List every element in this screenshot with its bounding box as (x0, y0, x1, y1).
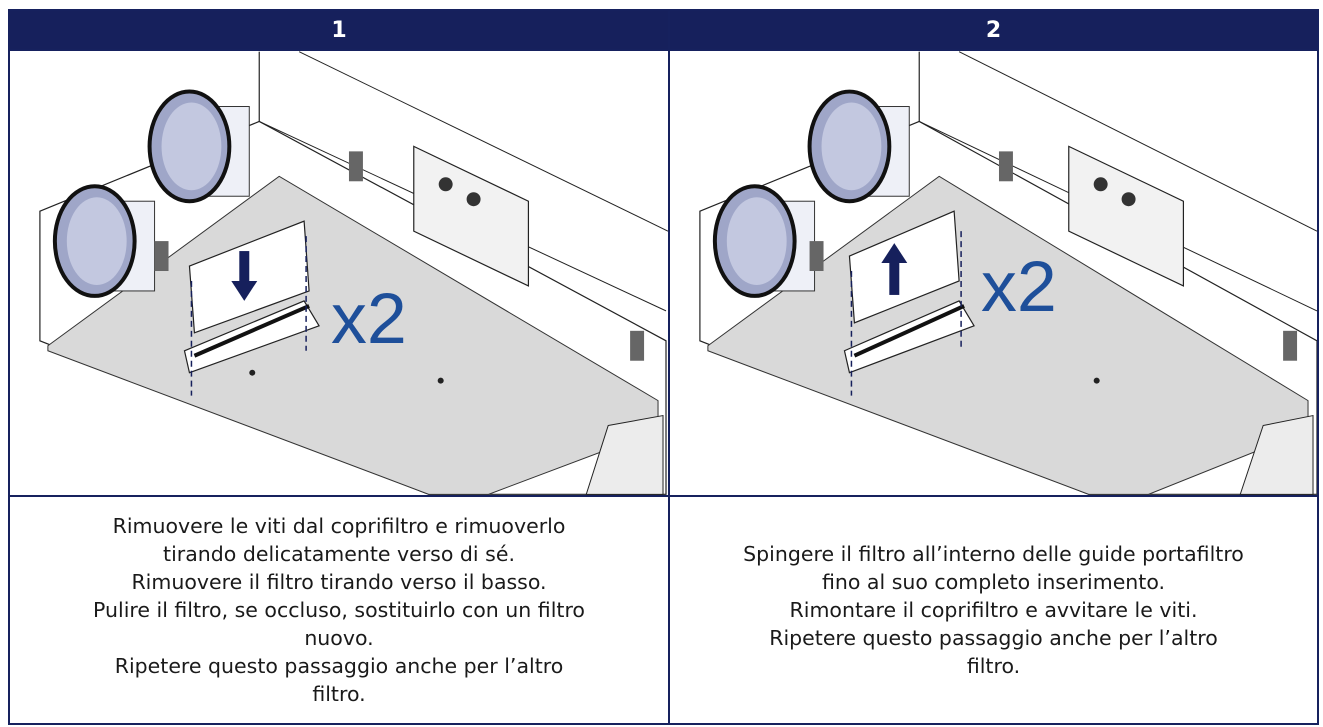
instruction-line: Spingere il filtro all’interno delle gui… (743, 542, 1244, 566)
instruction-sheet: 1 2 (8, 9, 1319, 727)
down-arrow-icon (231, 251, 258, 301)
illustration-row: x2 (8, 49, 1319, 497)
filter-icon (843, 210, 975, 396)
step-2-instructions: Spingere il filtro all’interno delle gui… (668, 495, 1319, 725)
multiplier-label: x2 (981, 247, 1057, 327)
step-1-illustration: x2 (8, 49, 670, 497)
instruction-line: Rimontare il coprifiltro e avvitare le v… (789, 598, 1198, 622)
unit-drawing-2: x2 (699, 52, 1316, 494)
step-2-illustration: x2 (668, 49, 1319, 497)
instruction-line: Rimuovere le viti dal coprifiltro e rimu… (112, 514, 566, 538)
instruction-line: tirando delicatamente verso di sé. (163, 542, 515, 566)
latch-icon (809, 241, 824, 272)
latch-icon (154, 241, 169, 272)
instruction-line: fino al suo completo inserimento. (821, 570, 1166, 594)
steps-table: 1 2 (8, 9, 1319, 725)
instruction-line: Ripetere questo passaggio anche per l’al… (769, 626, 1218, 650)
duct-icon (712, 184, 816, 298)
instruction-line: Rimuovere il filtro tirando verso il bas… (131, 570, 547, 594)
instruction-line: filtro. (966, 654, 1021, 678)
step-2-number: 2 (668, 9, 1319, 51)
latch-icon (1283, 330, 1298, 361)
instruction-line: Ripetere questo passaggio anche per l’al… (114, 654, 564, 678)
instruction-line: Pulire il filtro, se occluso, sostituirl… (93, 598, 585, 622)
multiplier-label: x2 (331, 279, 407, 359)
duct-icon (147, 89, 250, 204)
latch-icon (998, 151, 1013, 182)
duct-icon (807, 89, 910, 204)
unit-drawing-1: x2 (39, 52, 667, 494)
step-1-instructions: Rimuovere le viti dal coprifiltro e rimu… (8, 495, 670, 725)
duct-icon (52, 184, 156, 298)
step-1-number: 1 (8, 9, 670, 51)
latch-icon (348, 151, 363, 182)
text-row: Rimuovere le viti dal coprifiltro e rimu… (8, 495, 1319, 725)
instruction-line: filtro. (312, 682, 366, 706)
up-arrow-icon (881, 243, 908, 295)
latch-icon (630, 330, 645, 361)
instruction-line: nuovo. (304, 626, 374, 650)
header-row: 1 2 (8, 9, 1319, 51)
